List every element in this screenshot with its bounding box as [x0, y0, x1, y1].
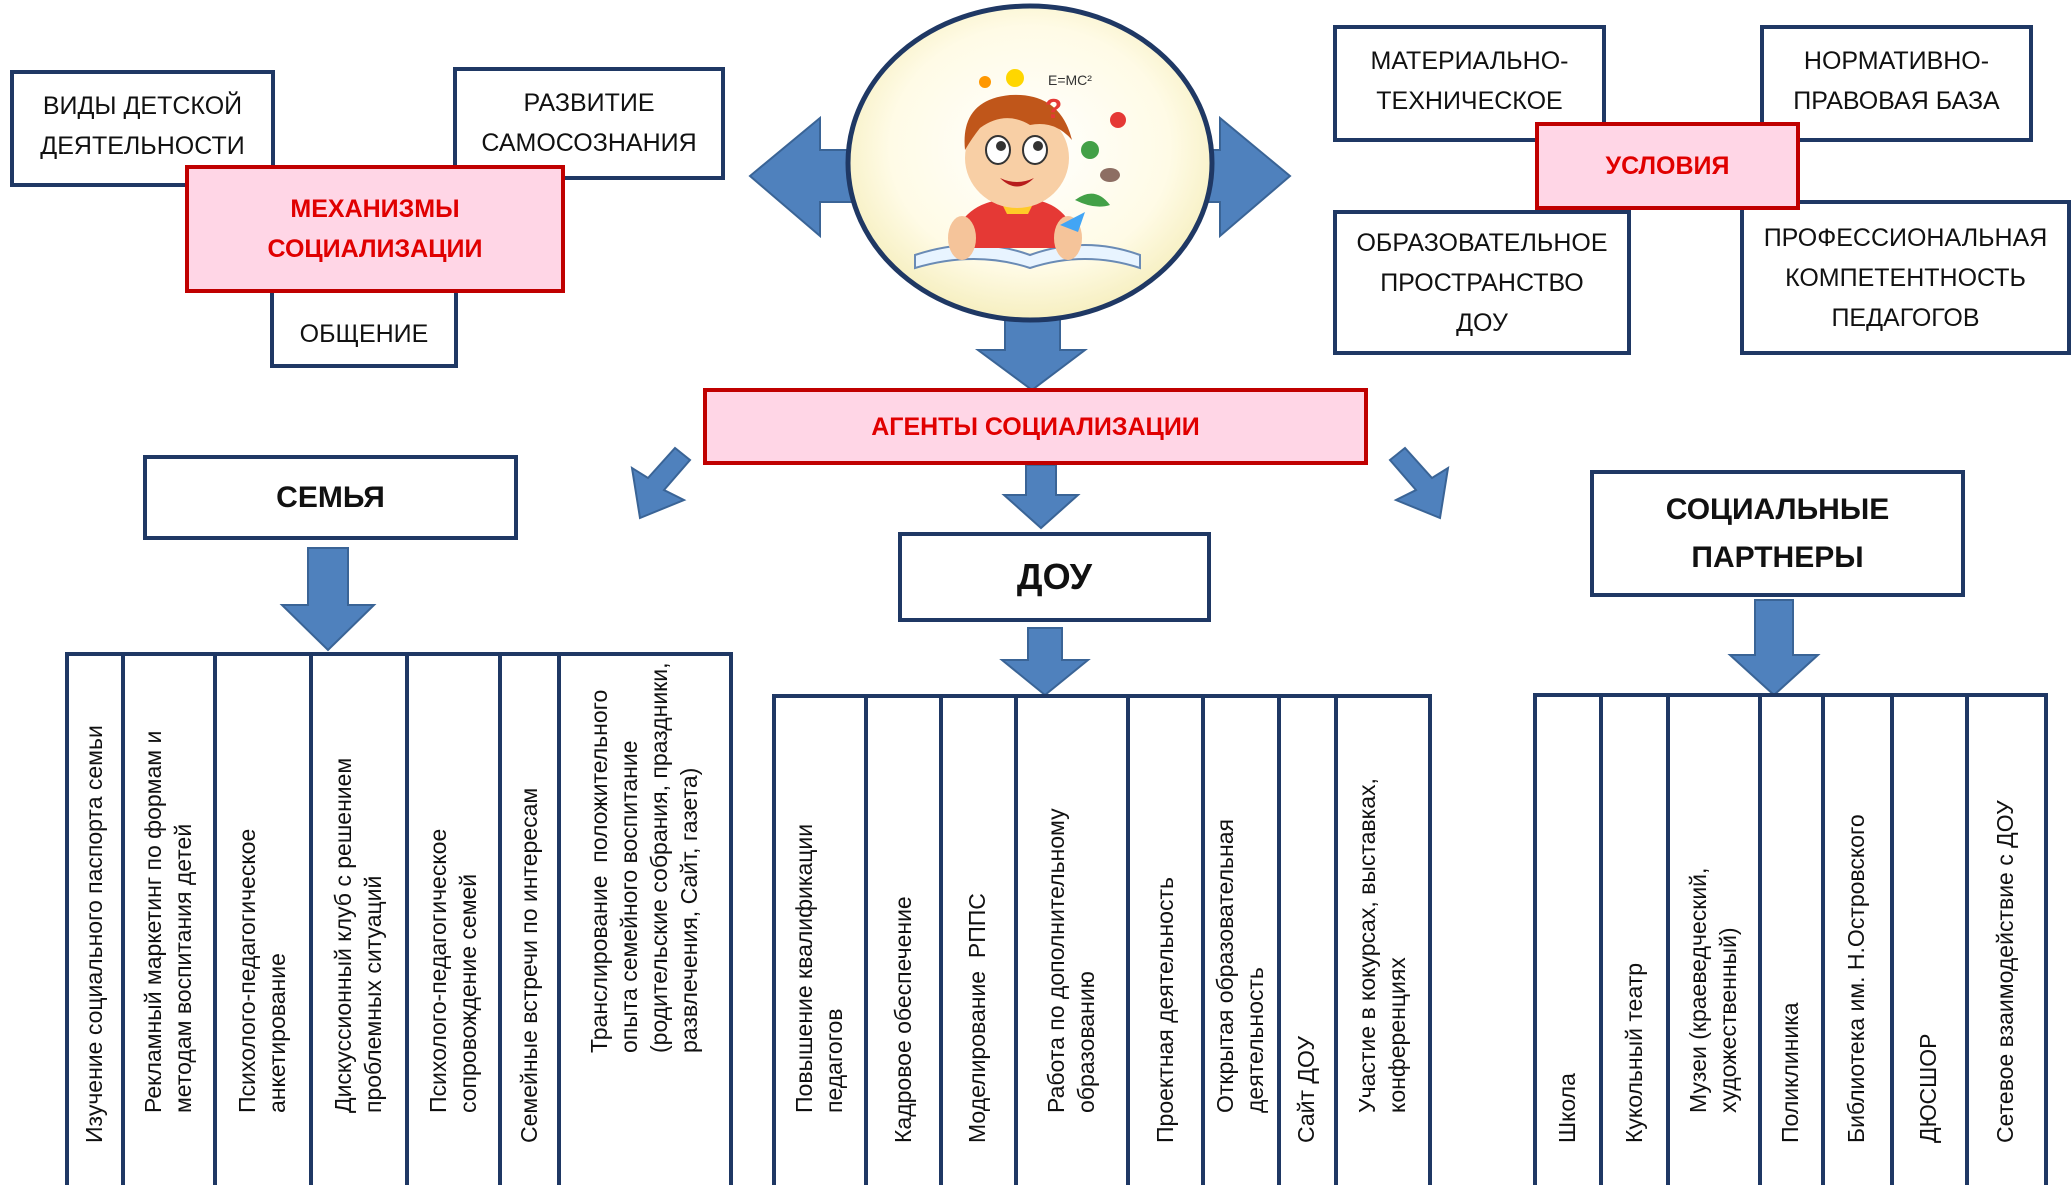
dou-item-text: Открытая образовательная деятельность	[1212, 819, 1269, 1114]
list-item: Библиотека им. Н.Островского	[1825, 697, 1895, 1185]
list-item: Дискуссионный клуб с решением проблемных…	[313, 656, 409, 1185]
condition-item-legal: НОРМАТИВНО- ПРАВОВАЯ БАЗА	[1760, 25, 2033, 142]
dou-list: Повышение квалификации педагогов Кадрово…	[772, 694, 1433, 1185]
dou-item-text: Проектная деятельность	[1151, 877, 1178, 1144]
down-arrow-partners	[1727, 599, 1821, 697]
partners-item-text: Сетевое взаимодействие с ДОУ	[1992, 800, 2019, 1144]
svg-text:?: ?	[1045, 93, 1062, 124]
partners-list: Школа Кукольный театр Музеи (краеведческ…	[1533, 693, 2048, 1185]
mechanism-item-self-awareness: РАЗВИТИЕ САМОСОЗНАНИЯ	[453, 67, 725, 180]
family-item-text: Рекламный маркетинг по формам и методам …	[140, 730, 196, 1114]
family-title: СЕМЬЯ	[143, 455, 518, 540]
list-item: Психолого-педагогическое анкетирование	[217, 656, 313, 1185]
list-item: ДЮСШОР	[1894, 697, 1969, 1185]
partners-title: СОЦИАЛЬНЫЕ ПАРТНЕРЫ	[1590, 470, 1965, 597]
family-item-text: Транслирование положительного опыта семе…	[586, 662, 702, 1054]
list-item: Моделирование РППС	[943, 698, 1018, 1185]
family-item-text: Психолого-педагогическое анкетирование	[233, 828, 290, 1114]
list-item: Кукольный театр	[1603, 697, 1670, 1185]
list-item: Рекламный маркетинг по формам и методам …	[125, 656, 218, 1185]
dou-item-text: Сайт ДОУ	[1293, 1036, 1320, 1144]
list-item: Кадровое обеспечение	[868, 698, 943, 1185]
svg-text:E=MC²: E=MC²	[1048, 72, 1092, 88]
partners-item-text: Кукольный театр	[1620, 963, 1647, 1144]
family-item-text: Изучение социального паспорта семьи	[80, 725, 107, 1144]
condition-item-competence: ПРОФЕССИОНАЛЬНАЯ КОМПЕТЕНТНОСТЬ ПЕДАГОГО…	[1740, 200, 2071, 355]
list-item: Музеи (краеведческий, художественный)	[1670, 697, 1763, 1185]
partners-item-text: ДЮСШОР	[1915, 1033, 1942, 1144]
family-item-text: Дискуссионный клуб с решением проблемных…	[329, 757, 386, 1114]
diagonal-arrow-right	[1388, 446, 1450, 520]
dou-item-text: Участие в кокурсах, выставках, конференц…	[1353, 778, 1410, 1114]
dou-item-text: Работа по дополнительному образованию	[1042, 808, 1099, 1114]
list-item: Сетевое взаимодействие с ДОУ	[1969, 697, 2048, 1185]
conditions-title: УСЛОВИЯ	[1535, 122, 1800, 210]
down-arrow-dou-list	[999, 627, 1091, 697]
list-item: Семейные встречи по интересам	[502, 656, 562, 1185]
mechanisms-title: МЕХАНИЗМЫ СОЦИАЛИЗАЦИИ	[185, 165, 565, 293]
list-item: Транслирование положительного опыта семе…	[561, 656, 733, 1185]
dou-item-text: Кадровое обеспечение	[889, 896, 916, 1144]
list-item: Участие в кокурсах, выставках, конференц…	[1338, 698, 1433, 1185]
list-item: Сайт ДОУ	[1281, 698, 1338, 1185]
family-list: Изучение социального паспорта семьи Рекл…	[65, 652, 733, 1185]
list-item: Поликлиника	[1762, 697, 1825, 1185]
dou-item-text: Моделирование РППС	[964, 893, 991, 1144]
dou-title: ДОУ	[898, 532, 1211, 622]
down-arrow-family	[279, 547, 377, 652]
list-item: Работа по дополнительному образованию	[1018, 698, 1130, 1185]
list-item: Психолого-педагогическое сопровождение с…	[409, 656, 503, 1185]
left-arrow	[748, 115, 861, 239]
partners-item-text: Музеи (краеведческий, художественный)	[1685, 867, 1742, 1114]
boy-reading-book-illustration: E=MC² ?	[914, 69, 1141, 270]
family-item-text: Семейные встречи по интересам	[515, 787, 542, 1144]
list-item: Изучение социального паспорта семьи	[69, 656, 125, 1185]
condition-item-space: ОБРАЗОВАТЕЛЬНОЕ ПРОСТРАНСТВО ДОУ	[1333, 210, 1631, 355]
partners-item-text: Школа	[1554, 1073, 1581, 1144]
list-item: Открытая образовательная деятельность	[1205, 698, 1281, 1185]
list-item: Повышение квалификации педагогов	[776, 698, 869, 1185]
list-item: Проектная деятельность	[1130, 698, 1206, 1185]
agents-title: АГЕНТЫ СОЦИАЛИЗАЦИИ	[703, 388, 1368, 465]
list-item: Школа	[1537, 697, 1604, 1185]
family-item-text: Психолого-педагогическое сопровождение с…	[424, 828, 481, 1114]
dou-item-text: Повышение квалификации педагогов	[791, 824, 848, 1114]
mechanism-item-activities: ВИДЫ ДЕТСКОЙ ДЕЯТЕЛЬНОСТИ	[10, 70, 275, 187]
down-arrow-dou	[1001, 464, 1081, 530]
diagonal-arrow-left	[630, 446, 692, 520]
partners-item-text: Поликлиника	[1777, 1002, 1804, 1144]
partners-item-text: Библиотека им. Н.Островского	[1843, 814, 1870, 1144]
